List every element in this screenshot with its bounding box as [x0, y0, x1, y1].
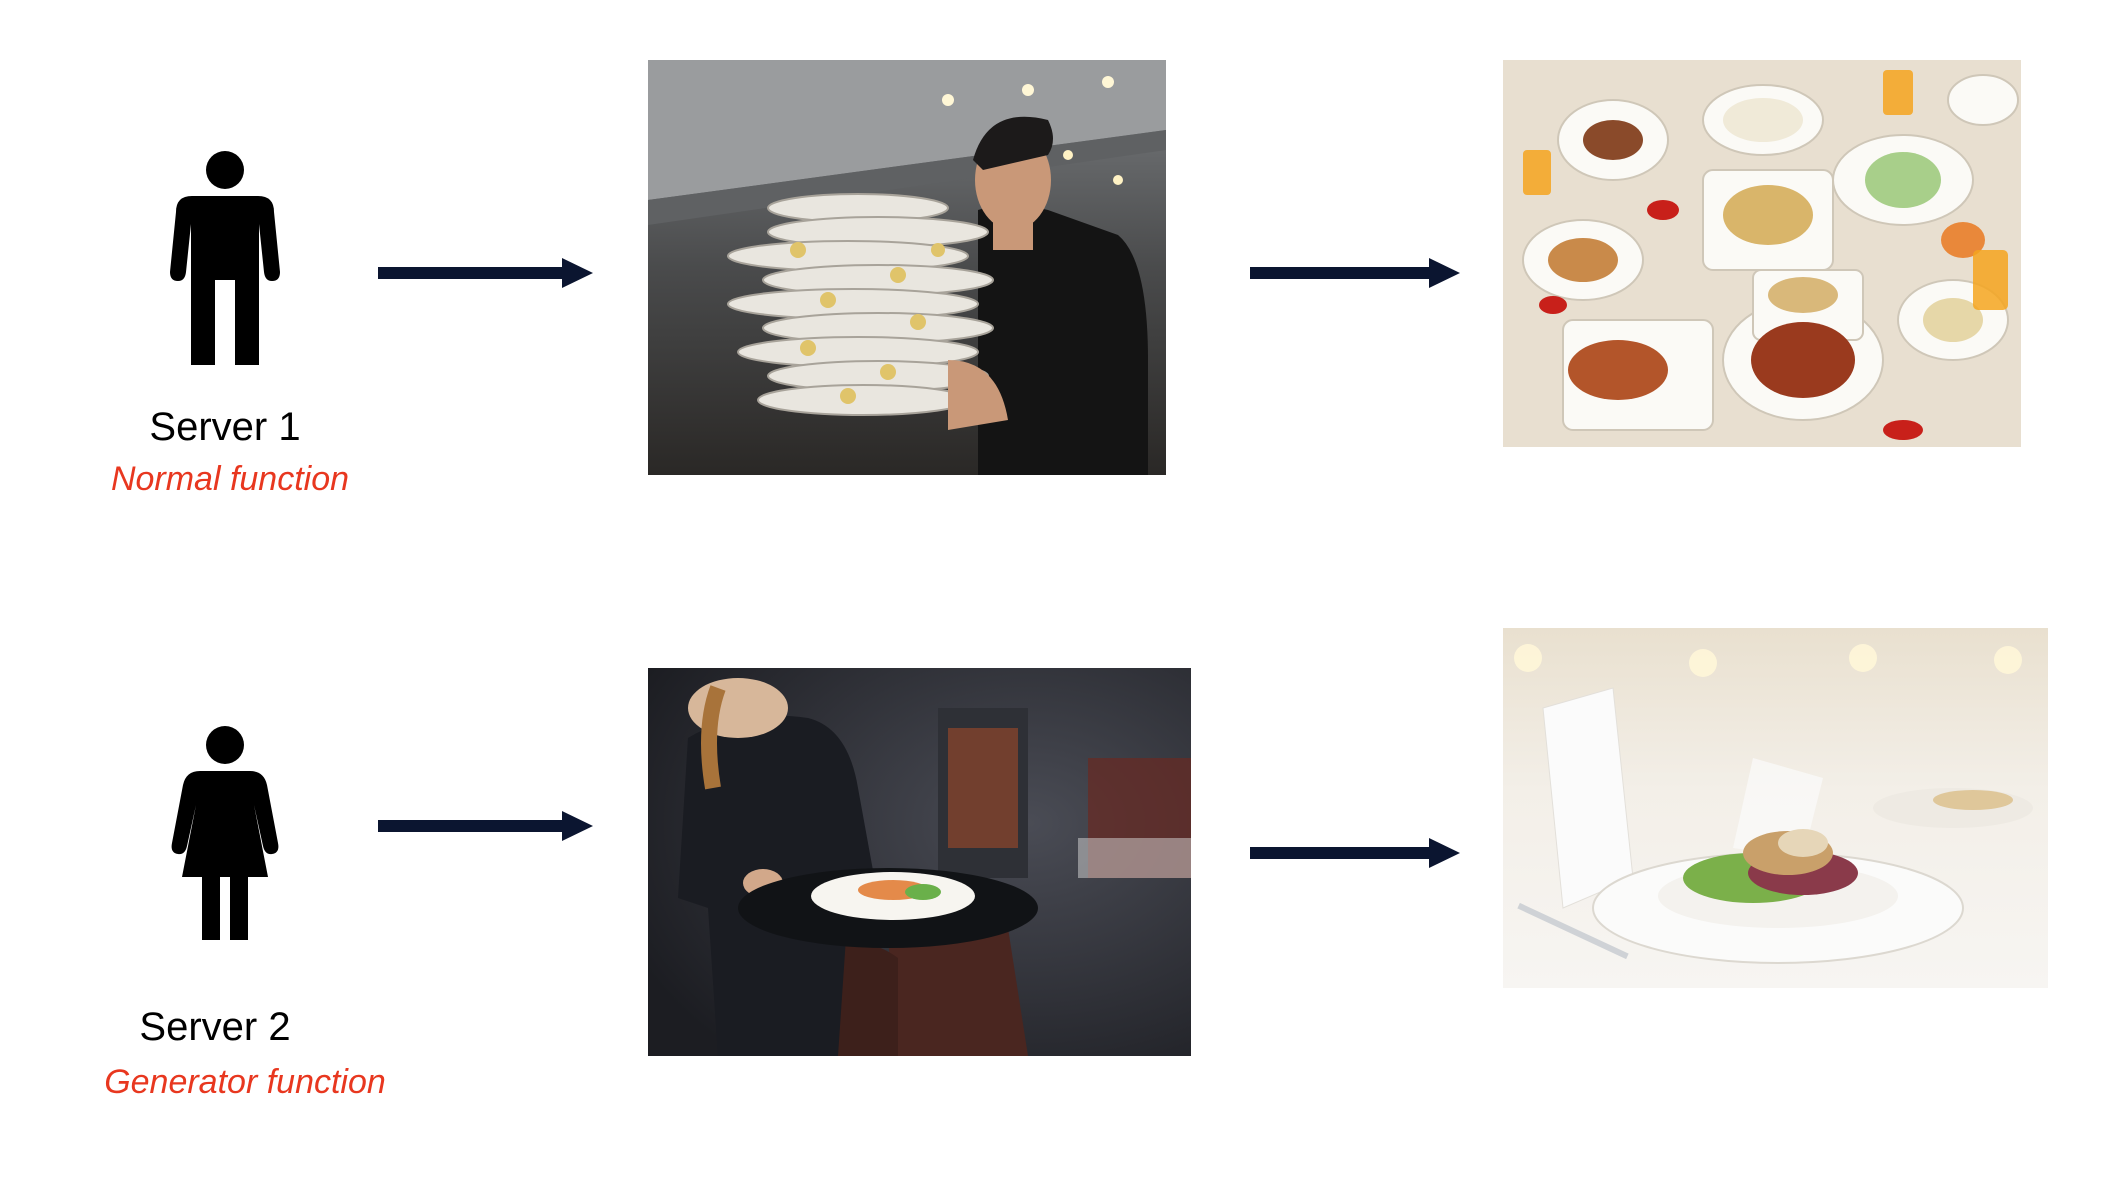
photo-single-plated-dish: [1503, 628, 2048, 988]
generator-function-label: Generator function: [104, 1063, 386, 1101]
server-2-label: Server 2: [139, 1005, 291, 1049]
normal-function-label: Normal function: [110, 460, 350, 498]
photo-server-stacked-plates: [648, 60, 1166, 475]
arrow-right-icon: [378, 258, 593, 288]
photo-table-full-of-dishes: [1503, 60, 2021, 447]
server-1-label: Server 1: [149, 405, 301, 449]
arrow-right-icon: [1250, 838, 1460, 868]
arrow-right-icon: [378, 811, 593, 841]
woman-icon: [171, 726, 279, 940]
man-icon: [170, 151, 280, 365]
photo-waitress-serving-plate: [648, 668, 1191, 1056]
arrow-right-icon: [1250, 258, 1460, 288]
